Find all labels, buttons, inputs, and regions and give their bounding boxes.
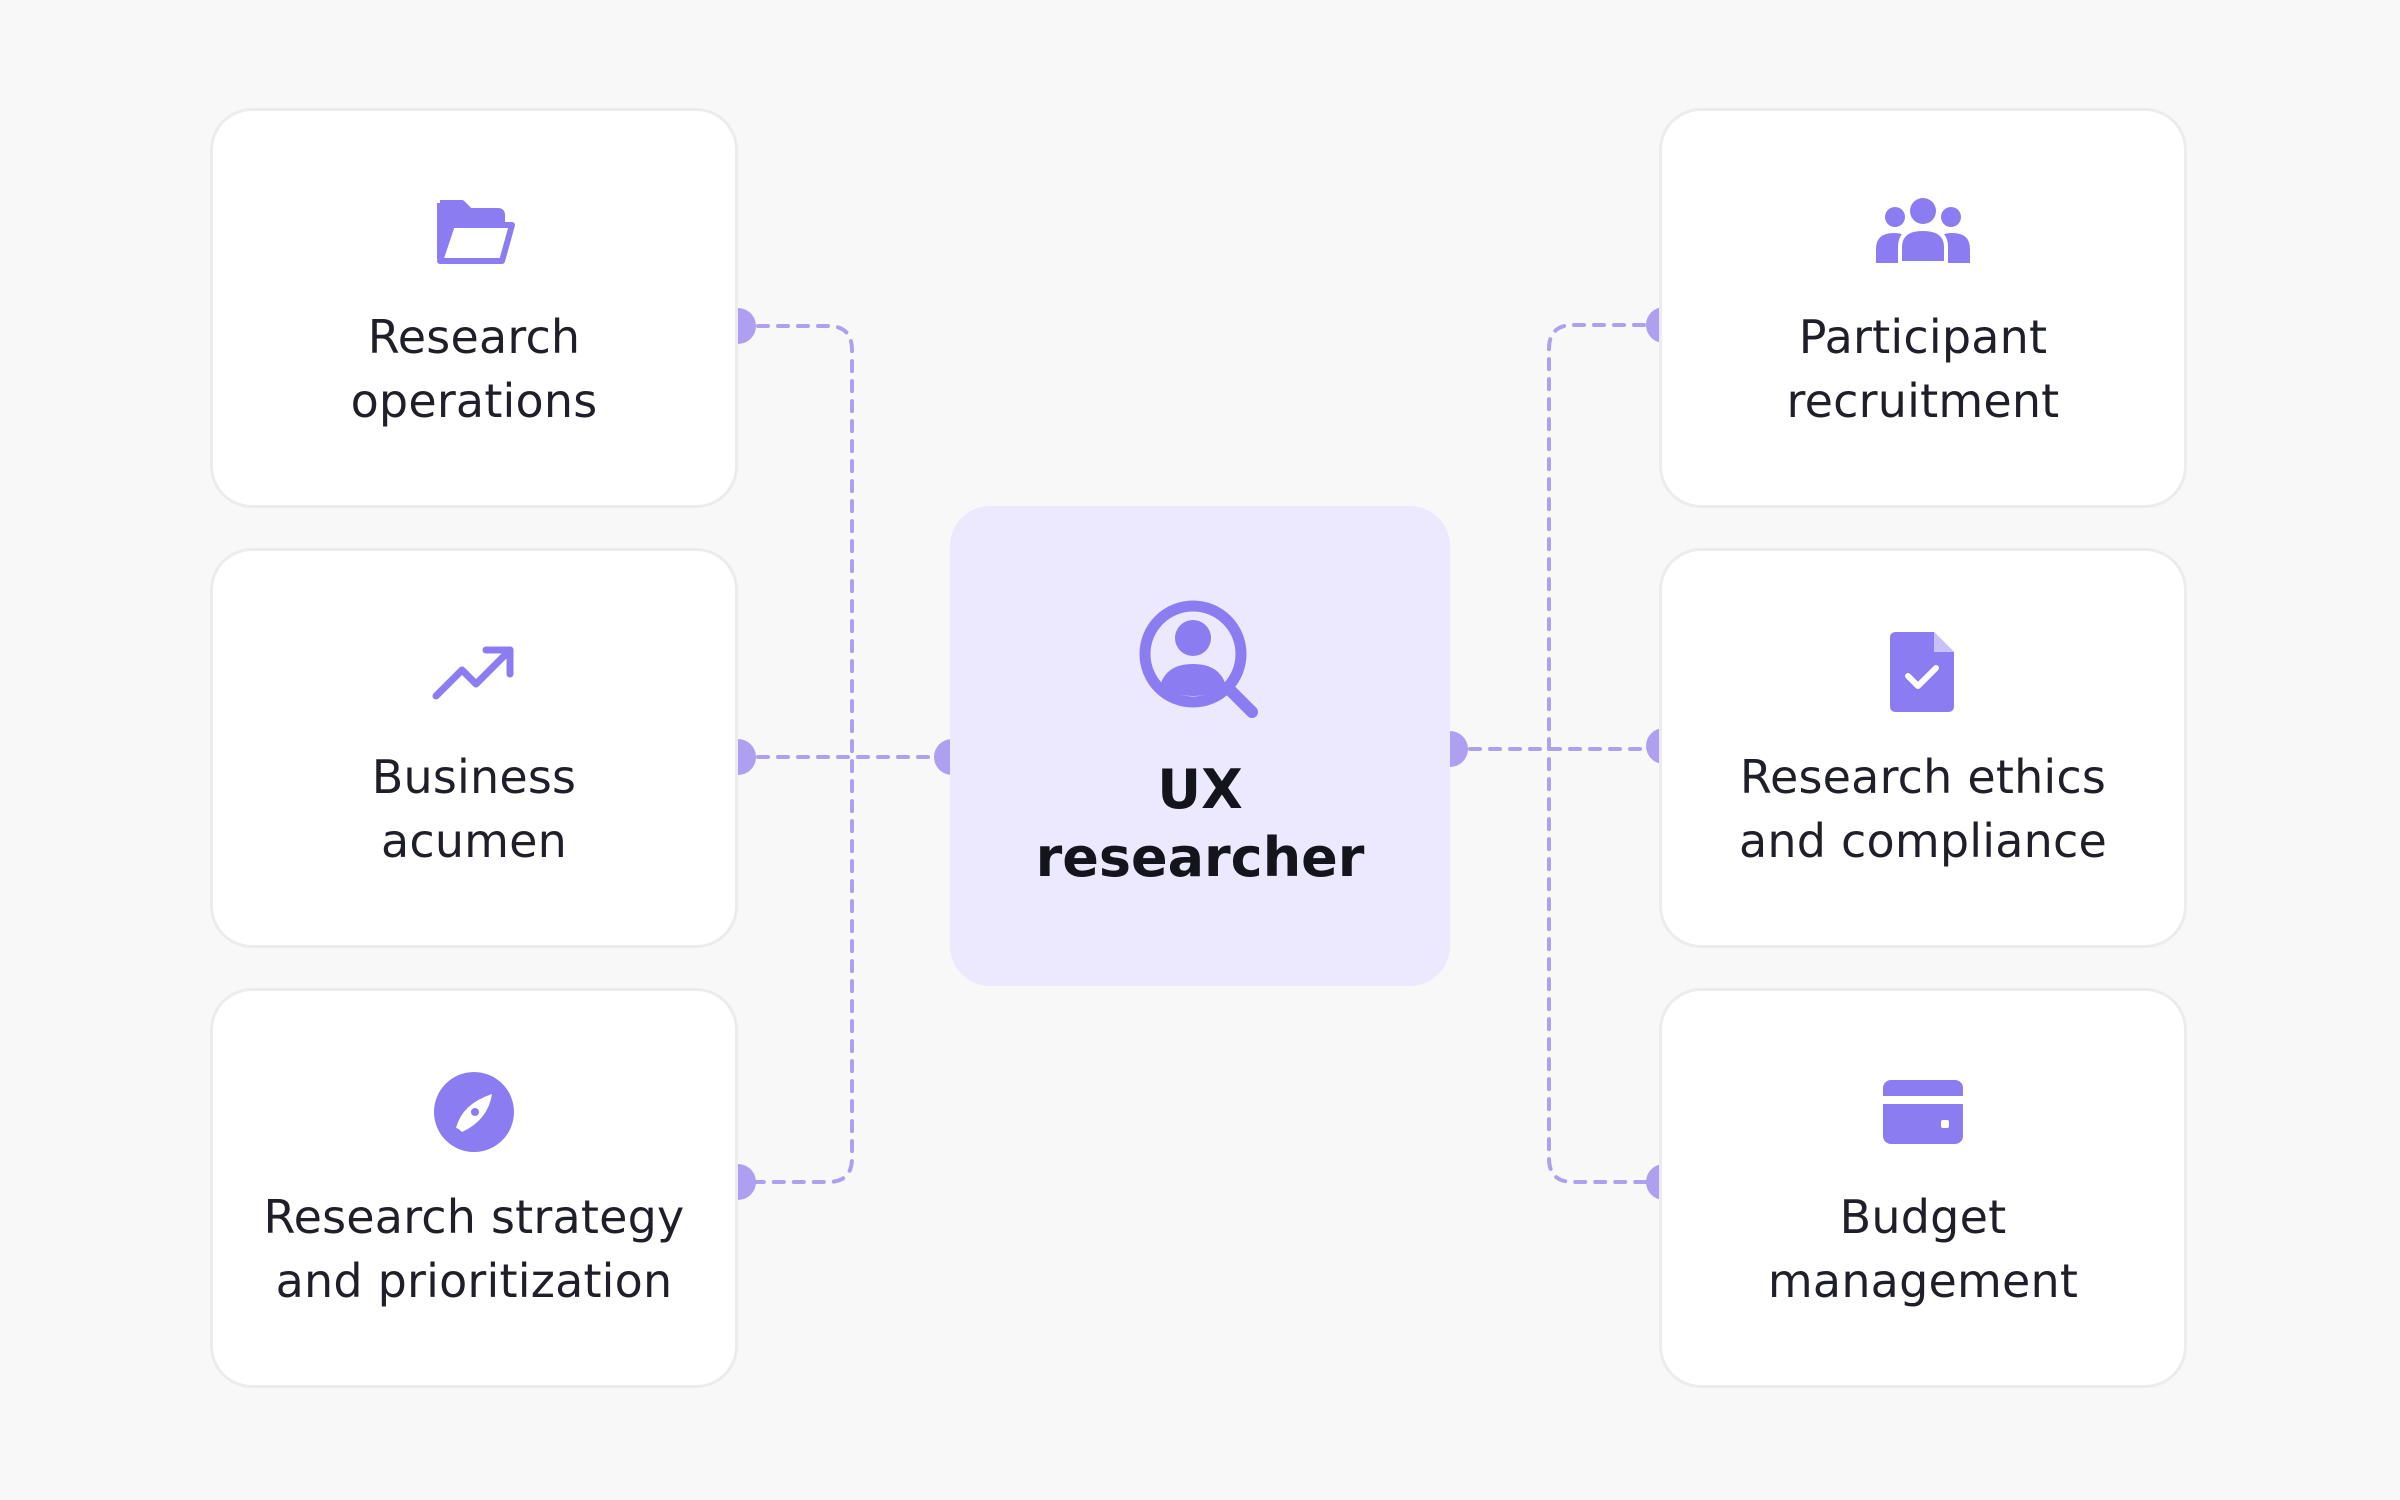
card-business-acumen: Business acumen bbox=[210, 548, 738, 948]
center-label-line: UX bbox=[1157, 758, 1243, 821]
card-research-ethics: Research ethics and compliance bbox=[1659, 548, 2187, 948]
card-label-line: Research ethics bbox=[1739, 750, 2107, 804]
card-label-line: Participant bbox=[1798, 310, 2048, 364]
trending-up-icon bbox=[213, 627, 735, 717]
card-label: Research strategy and prioritization bbox=[213, 1185, 735, 1313]
card-label: Participant recruitment bbox=[1662, 305, 2184, 433]
card-label: Research ethics and compliance bbox=[1662, 745, 2184, 873]
card-research-strategy: Research strategy and prioritization bbox=[210, 988, 738, 1388]
card-label-line: and compliance bbox=[1739, 814, 2107, 868]
card-label-line: Research bbox=[367, 310, 581, 364]
card-label-line: and prioritization bbox=[275, 1254, 673, 1308]
card-label-line: operations bbox=[350, 374, 598, 428]
card-label-line: Research strategy bbox=[263, 1190, 685, 1244]
card-budget-management: Budget management bbox=[1659, 988, 2187, 1388]
card-label: Business acumen bbox=[213, 745, 735, 873]
connector-left-top bbox=[736, 324, 854, 1184]
connector-right-top bbox=[1547, 323, 1666, 1184]
card-label: Budget management bbox=[1662, 1185, 2184, 1313]
card-participant-recruitment: Participant recruitment bbox=[1659, 108, 2187, 508]
center-label: UX researcher bbox=[950, 756, 1450, 892]
users-icon bbox=[1662, 187, 2184, 277]
card-label-line: acumen bbox=[380, 814, 568, 868]
card-label-line: management bbox=[1767, 1254, 2079, 1308]
credit-card-icon bbox=[1662, 1067, 2184, 1157]
folder-icon bbox=[213, 187, 735, 277]
card-label-line: Budget bbox=[1839, 1190, 2007, 1244]
document-check-icon bbox=[1662, 627, 2184, 717]
center-label-line: researcher bbox=[1035, 826, 1365, 889]
compass-icon bbox=[213, 1067, 735, 1157]
card-label-line: recruitment bbox=[1786, 374, 2060, 428]
card-label-line: Business bbox=[371, 750, 577, 804]
card-label: Research operations bbox=[213, 305, 735, 433]
card-research-operations: Research operations bbox=[210, 108, 738, 508]
user-search-icon bbox=[950, 598, 1450, 720]
center-node-ux-researcher: UX researcher bbox=[950, 506, 1450, 986]
